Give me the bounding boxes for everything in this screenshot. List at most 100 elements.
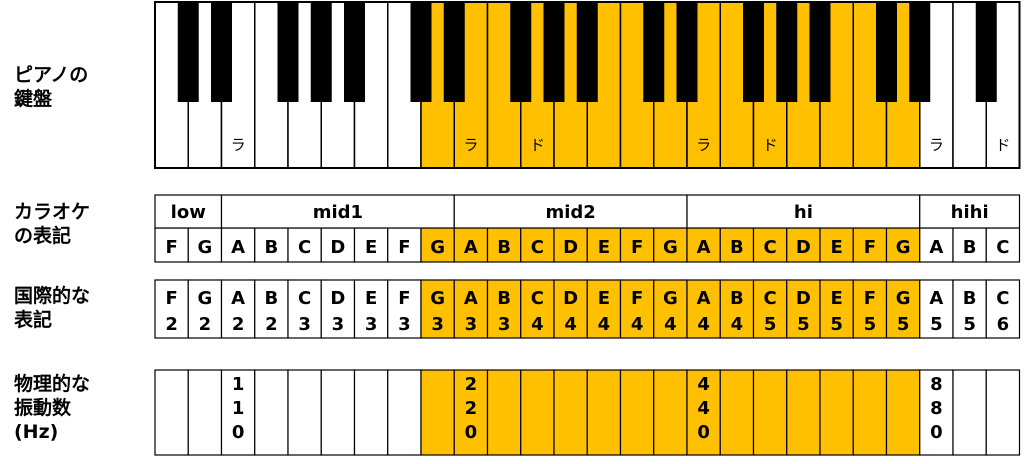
range-cell [220,194,455,229]
frequency-cell [320,369,356,456]
frequency-cell [420,369,455,456]
row-label-karaoke: カラオケ の表記 [14,201,91,247]
frequency-cell [852,369,888,456]
intl-note-cell [952,279,987,339]
karaoke-note-label: E [830,237,842,258]
karaoke-note-label: B [265,237,279,258]
intl-note-octave: 2 [232,314,245,335]
black-key [576,2,598,102]
frequency-cell [287,369,322,456]
frequency-cell [952,369,987,456]
karaoke-note-cell [187,227,223,263]
karaoke-note-cell [985,227,1021,263]
intl-note-letter: E [830,288,842,309]
karaoke-note-label: C [298,237,311,258]
intl-note-cell [919,279,954,339]
black-key [510,2,532,102]
karaoke-note-cell [287,227,322,263]
black-key [277,2,299,102]
intl-note-octave: 4 [697,314,710,335]
black-key [543,2,565,102]
karaoke-note-cell [586,227,622,263]
intl-note-octave: 6 [997,314,1010,335]
intl-note-cell [420,279,455,339]
range-label: mid2 [545,202,595,223]
intl-note-cell [586,279,622,339]
intl-note-octave: 3 [465,314,478,335]
black-key [410,2,432,102]
frequency-cell [387,369,422,456]
frequency-cell [586,369,622,456]
intl-note-octave: 4 [731,314,744,335]
karaoke-note-cell [819,227,854,263]
row-label-international: 国際的な 表記 [14,285,91,331]
intl-note-cell [619,279,655,339]
karaoke-note-label: E [598,237,610,258]
black-key [310,2,332,102]
black-key [443,2,465,102]
karaoke-note-label: G [663,237,678,258]
intl-note-letter: C [996,288,1009,309]
intl-note-letter: E [598,288,610,309]
intl-note-cell [852,279,888,339]
black-key [776,2,798,102]
range-label: hihi [951,202,989,223]
karaoke-note-label: A [231,237,245,258]
frequency-cell [619,369,655,456]
range-label: low [171,202,206,223]
range-label: mid1 [313,202,363,223]
intl-note-octave: 5 [897,314,910,335]
karaoke-note-label: C [531,237,544,258]
intl-note-letter: C [298,288,311,309]
karaoke-note-label: G [896,237,911,258]
karaoke-note-label: D [796,237,811,258]
intl-note-letter: F [864,288,876,309]
intl-note-letter: D [330,288,345,309]
row-label-frequency: 物理的な 振動数 (Hz) [14,373,91,443]
intl-note-letter: E [365,288,377,309]
intl-note-letter: G [663,288,678,309]
intl-note-letter: D [796,288,811,309]
karaoke-note-label: G [197,237,212,258]
intl-note-octave: 5 [963,314,976,335]
intl-note-octave: 5 [830,314,843,335]
black-key [344,2,365,102]
range-cell [686,194,921,229]
karaoke-note-label: F [864,237,876,258]
intl-note-cell [885,279,921,339]
karaoke-note-label: F [398,237,410,258]
frequency-cell [520,369,555,456]
intl-note-octave: 4 [631,314,644,335]
row-label-keyboard: ピアノの 鍵盤 [14,64,89,110]
frequency-cell [653,369,688,456]
intl-note-letter: D [563,288,578,309]
karaoke-note-cell [220,227,256,263]
karaoke-note-cell [254,227,289,263]
karaoke-note-label: A [929,237,943,258]
black-key [909,2,931,102]
intl-note-octave: 3 [398,314,411,335]
black-key [809,2,831,102]
intl-note-octave: 5 [864,314,877,335]
karaoke-note-cell [752,227,788,263]
intl-note-octave: 5 [764,314,777,335]
key-solfege-label: ド [763,136,778,154]
intl-note-octave: 4 [564,314,577,335]
intl-note-letter: F [165,288,177,309]
frequency-cell [353,369,389,456]
frequency-cell [486,369,522,456]
karaoke-note-label: C [996,237,1009,258]
intl-note-octave: 3 [298,314,311,335]
intl-note-cell [220,279,256,339]
intl-note-cell [353,279,389,339]
black-key [211,2,232,102]
karaoke-note-label: B [730,237,744,258]
karaoke-note-label: A [464,237,478,258]
karaoke-note-label: E [365,237,377,258]
frequency-cell [187,369,223,456]
frequency-cell [686,369,721,456]
intl-note-letter: B [265,288,279,309]
karaoke-note-label: B [497,237,511,258]
intl-note-letter: A [697,288,711,309]
